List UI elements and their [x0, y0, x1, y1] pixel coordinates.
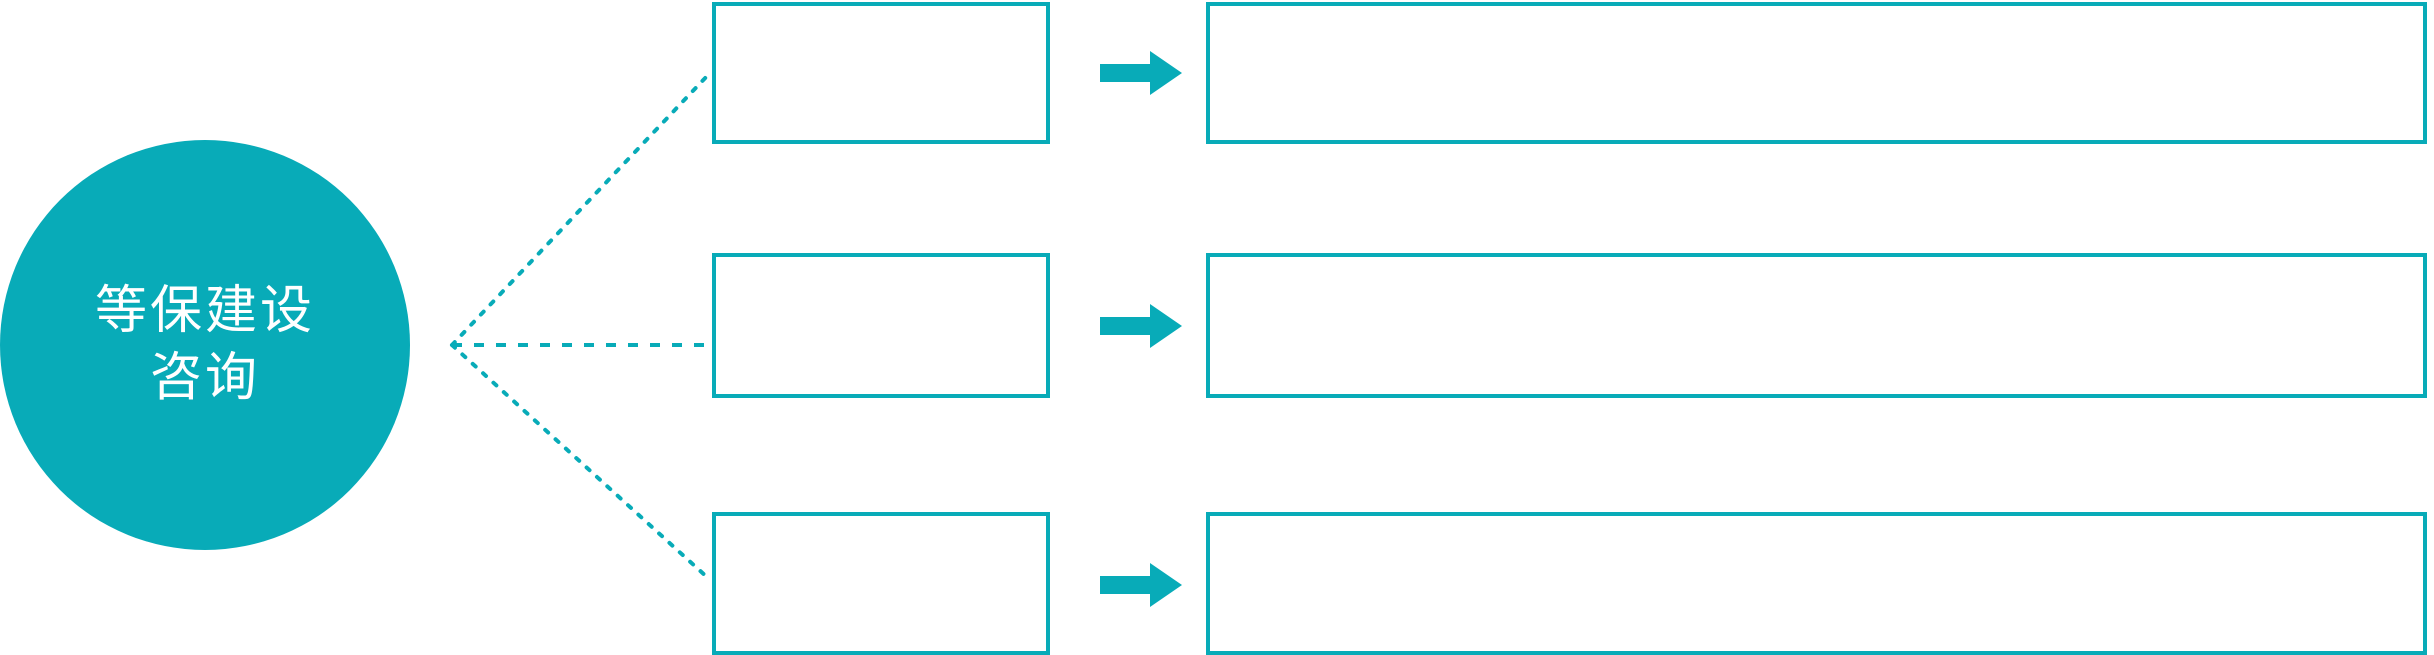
flow-row-2 — [0, 253, 2434, 398]
stage-box-2[interactable] — [712, 253, 1050, 398]
detail-box-1[interactable] — [1206, 2, 2427, 144]
arrow-right-icon-3 — [1100, 562, 1182, 608]
hub-title-line-1: 等保建设 — [94, 282, 315, 341]
hub-title-line-2: 咨询 — [149, 349, 260, 407]
stage-box-3[interactable] — [712, 512, 1050, 655]
flow-row-3 — [0, 512, 2434, 655]
arrow-right-icon-2 — [1100, 303, 1182, 349]
detail-box-2[interactable] — [1206, 253, 2427, 398]
stage-box-1[interactable] — [712, 2, 1050, 144]
flow-row-1 — [0, 2, 2434, 144]
detail-box-3[interactable] — [1206, 512, 2427, 655]
hub-circle[interactable]: 等保建设 咨询 — [0, 140, 410, 550]
arrow-right-icon-1 — [1100, 50, 1182, 96]
